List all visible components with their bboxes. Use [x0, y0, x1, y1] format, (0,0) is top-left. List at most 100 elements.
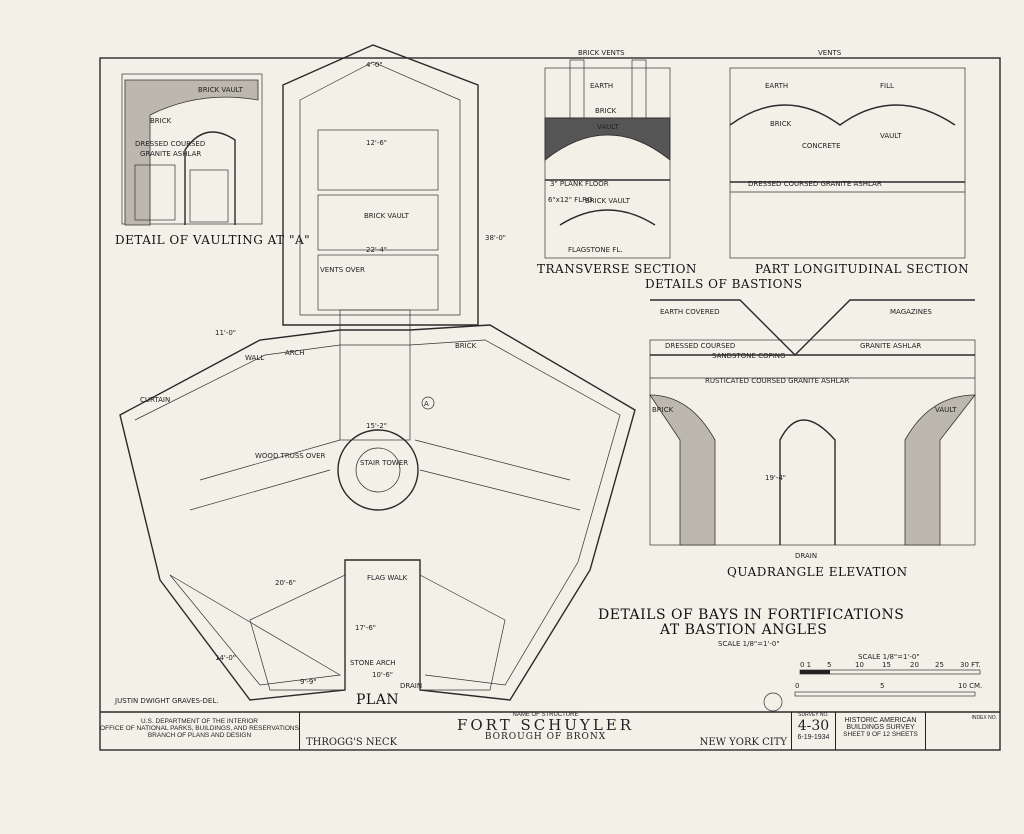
plan-title: PLAN	[356, 692, 399, 708]
city: NEW YORK CITY	[699, 737, 787, 748]
fort-plan: A BRICK VAULT WALL ARCH CURTAIN BRICK WO…	[119, 44, 636, 708]
label: VENTS OVER	[320, 266, 365, 274]
vaulting-title: DETAIL OF VAULTING AT "A"	[115, 233, 310, 247]
label: BRICK	[595, 107, 617, 115]
label: BRICK VAULT	[198, 86, 244, 94]
locality: THROGG'S NECK	[306, 737, 398, 748]
agency-line: OFFICE OF NATIONAL PARKS, BUILDINGS, AND…	[100, 725, 299, 732]
structure-name: FORT SCHUYLER	[456, 716, 635, 734]
name-label: NAME OF STRUCTURE	[512, 712, 579, 718]
sheet-number: SHEET 9 OF 12 SHEETS	[843, 731, 918, 738]
label: DRESSED COURSED GRANITE ASHLAR	[748, 180, 882, 188]
tick: 5	[880, 682, 884, 690]
label: BRICK	[652, 406, 674, 414]
tick: 20	[910, 661, 919, 669]
label: GRANITE ASHLAR	[860, 342, 921, 350]
longitudinal-title: PART LONGITUDINAL SECTION	[755, 262, 969, 276]
delineator: JUSTIN DWIGHT GRAVES-DEL.	[114, 697, 218, 705]
survey-block: SURVEY NO. 4-30 6-19-1934	[792, 712, 836, 750]
label: BRICK	[150, 117, 172, 125]
label: WOOD TRUSS OVER	[255, 452, 326, 460]
label: MAGAZINES	[890, 308, 932, 316]
label: GRANITE ASHLAR	[140, 150, 201, 158]
dimension: 10'-6"	[372, 671, 393, 679]
label: EARTH COVERED	[660, 308, 720, 316]
dimension: 9'-9"	[300, 678, 317, 686]
main-scale: SCALE 1/8"=1'-0"	[718, 640, 780, 648]
label: 6"x12" FLRG.	[548, 196, 595, 204]
label: RUSTICATED COURSED GRANITE ASHLAR	[705, 377, 849, 385]
seal-icon	[763, 692, 783, 712]
label: WALL	[245, 354, 264, 362]
label: BRICK VAULT	[585, 197, 631, 205]
quadrangle-elevation: EARTH COVERED MAGAZINES DRESSED COURSED …	[649, 299, 976, 579]
label: DRAIN	[400, 682, 422, 690]
label: EARTH	[765, 82, 788, 90]
dimension: 11'-0"	[215, 329, 236, 337]
label: 19'-4"	[765, 474, 786, 482]
label: STONE ARCH	[350, 659, 396, 667]
quadrangle-title: QUADRANGLE ELEVATION	[727, 565, 908, 579]
dimension: 38'-0"	[485, 234, 506, 242]
label: FLAG WALK	[367, 574, 408, 582]
habs-line: HISTORIC AMERICAN	[844, 717, 917, 724]
longitudinal-section: VENTS EARTH FILL BRICK VAULT CONCRETE DR…	[645, 49, 969, 291]
dimension: 17'-6"	[355, 624, 376, 632]
dimension: 20'-6"	[275, 579, 296, 587]
sheet-border	[99, 57, 1001, 751]
index-label: INDEX NO.	[971, 715, 997, 721]
scale-bar: SCALE 1/8"=1'-0" 0 1 5 10 15 20 25 30 FT…	[763, 653, 982, 712]
label: EARTH	[590, 82, 613, 90]
main-title-line-2: AT BASTION ANGLES	[659, 622, 827, 638]
habs-line: BUILDINGS SURVEY	[846, 724, 915, 731]
structure-block: NAME OF STRUCTURE FORT SCHUYLER BOROUGH …	[300, 712, 792, 750]
borough: BOROUGH OF BRONX	[484, 732, 607, 742]
tick: 10 CM.	[958, 682, 982, 690]
label: DRESSED COURSED	[135, 140, 205, 148]
label: CONCRETE	[802, 142, 841, 150]
tick: 0 1	[800, 661, 811, 669]
label: FLAGSTONE FL.	[568, 246, 622, 254]
label: ARCH	[285, 349, 304, 357]
transverse-section: BRICK VENTS EARTH BRICK VAULT 3" PLANK F…	[537, 49, 697, 276]
label: CURTAIN	[140, 396, 170, 404]
label: VAULT	[880, 132, 902, 140]
label: BRICK	[770, 120, 792, 128]
tick: 15	[882, 661, 891, 669]
dimension: 22'-4"	[366, 246, 387, 254]
index-block: INDEX NO.	[926, 712, 1000, 750]
label: BRICK VAULT	[364, 212, 410, 220]
label: VAULT	[935, 406, 957, 414]
habs-block: HISTORIC AMERICAN BUILDINGS SURVEY SHEET…	[836, 712, 926, 750]
label: STAIR TOWER	[360, 459, 408, 467]
section-marker-a: A	[424, 400, 429, 408]
scale-label: SCALE 1/8"=1'-0"	[858, 653, 920, 661]
agency-block: U.S. DEPARTMENT OF THE INTERIOR OFFICE O…	[100, 712, 300, 750]
tick: 25	[935, 661, 944, 669]
tick: 10	[855, 661, 864, 669]
label: VAULT	[597, 123, 619, 131]
survey-label: SURVEY NO.	[798, 712, 829, 718]
main-title: DETAILS OF BAYS IN FORTIFICATIONS	[598, 607, 904, 623]
dimension: 15'-2"	[366, 422, 387, 430]
dimension: 4'-0"	[366, 61, 383, 69]
vaulting-detail: BRICK VAULT BRICK DRESSED COURSED GRANIT…	[115, 73, 310, 247]
bastions-title: DETAILS OF BASTIONS	[645, 277, 803, 291]
label: BRICK VENTS	[578, 49, 625, 57]
label: VENTS	[818, 49, 842, 57]
agency-line: U.S. DEPARTMENT OF THE INTERIOR	[141, 718, 258, 725]
tick: 5	[827, 661, 831, 669]
survey-date: 6-19-1934	[797, 734, 830, 741]
survey-number: 4-30	[797, 718, 830, 734]
label: SANDSTONE COPING	[712, 352, 785, 360]
label: DRAIN	[795, 552, 817, 560]
transverse-title: TRANSVERSE SECTION	[537, 262, 697, 276]
tick: 30 FT.	[960, 661, 981, 669]
dimension: 12'-6"	[366, 139, 387, 147]
tick: 0	[795, 682, 799, 690]
label: 3" PLANK FLOOR	[550, 180, 609, 188]
label: BRICK	[455, 342, 477, 350]
label: DRESSED COURSED	[665, 342, 735, 350]
dimension: 14'-0"	[215, 654, 236, 662]
